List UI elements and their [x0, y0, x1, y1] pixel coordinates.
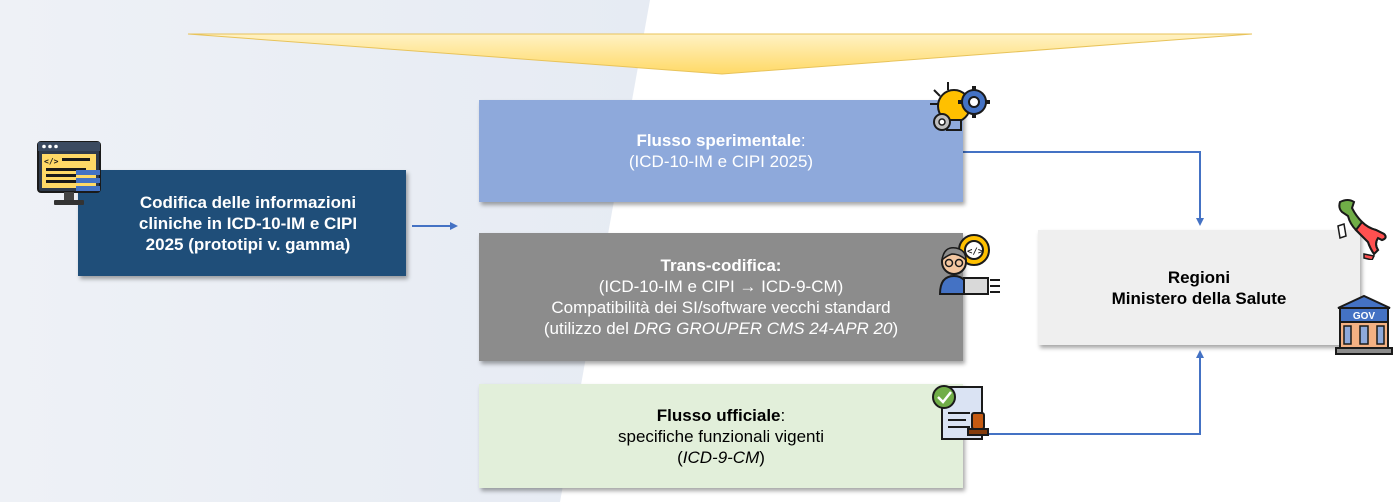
regions-label: Regioni: [1167, 267, 1231, 287]
italy-map-icon: [1337, 199, 1387, 260]
experimental-flow-title: Flusso sperimentale: [636, 131, 801, 150]
experimental-flow-title-line: Flusso sperimentale:: [636, 130, 805, 151]
transcoding-grouper-label: DRG GROUPER CMS 24-APR 20: [633, 319, 893, 338]
transcoding-line-2: Compatibilità dei SI/software vecchi sta…: [551, 298, 891, 317]
transcoding-line-3-suffix: ): [892, 319, 899, 338]
official-flow-box: Flusso ufficiale: specifiche funzionali …: [479, 384, 963, 488]
official-flow-title-suffix: :: [780, 405, 786, 425]
top-banner: [187, 33, 1253, 75]
gov-icon-label: GOV: [1353, 311, 1376, 322]
official-flow-title: Flusso ufficiale: [656, 405, 781, 425]
transcoding-line-1: (ICD-10-IM e CIPI → ICD-9-CM): [598, 277, 844, 296]
arrow-experimental-to-target: [963, 151, 1204, 226]
experimental-flow-box: Flusso sperimentale: (ICD-10-IM e CIPI 2…: [479, 100, 963, 202]
experimental-flow-subtitle: (ICD-10-IM e CIPI 2025): [628, 152, 814, 171]
transcoding-line-3-prefix: (utilizzo del: [543, 319, 634, 338]
svg-text:</>: </>: [967, 247, 984, 257]
official-flow-line-1: specifiche funzionali vigenti: [617, 426, 824, 446]
official-flow-icd9-label: ICD-9-CM: [682, 447, 760, 467]
code-computer-icon: </>: [37, 141, 101, 205]
lightbulb-gears-icon: [930, 82, 990, 131]
official-flow-line-2-prefix: (: [677, 447, 683, 467]
approved-document-icon: [932, 385, 989, 440]
transcoding-line-3: (utilizzo del DRG GROUPER CMS 24-APR 20): [544, 318, 898, 339]
regions-ministry-box: Regioni Ministero della Salute: [1038, 230, 1360, 345]
official-flow-line-2-suffix: ): [759, 447, 765, 467]
clinical-coding-box: Codifica delle informazioni cliniche in …: [78, 170, 406, 276]
arrow-official-to-target: [963, 350, 1204, 435]
clinical-coding-line-2: cliniche in ICD-10-IM e CIPI: [138, 213, 358, 233]
government-building-icon: GOV: [1335, 294, 1393, 355]
ministry-label: Ministero della Salute: [1111, 288, 1287, 308]
clinical-coding-line-3: 2025 (prototipi v. gamma): [145, 234, 351, 254]
clinical-coding-line-1: Codifica delle informazioni: [139, 192, 357, 212]
transcoding-box: Trans-codifica: (ICD-10-IM e CIPI → ICD-…: [479, 233, 963, 361]
official-flow-line-2: (ICD-9-CM): [677, 447, 765, 468]
developer-icon: </>: [938, 234, 1000, 295]
experimental-flow-title-suffix: :: [800, 131, 806, 150]
svg-text:</>: </>: [44, 157, 59, 166]
transcoding-title: Trans-codifica:: [660, 256, 782, 275]
official-flow-title-line: Flusso ufficiale:: [657, 405, 785, 426]
